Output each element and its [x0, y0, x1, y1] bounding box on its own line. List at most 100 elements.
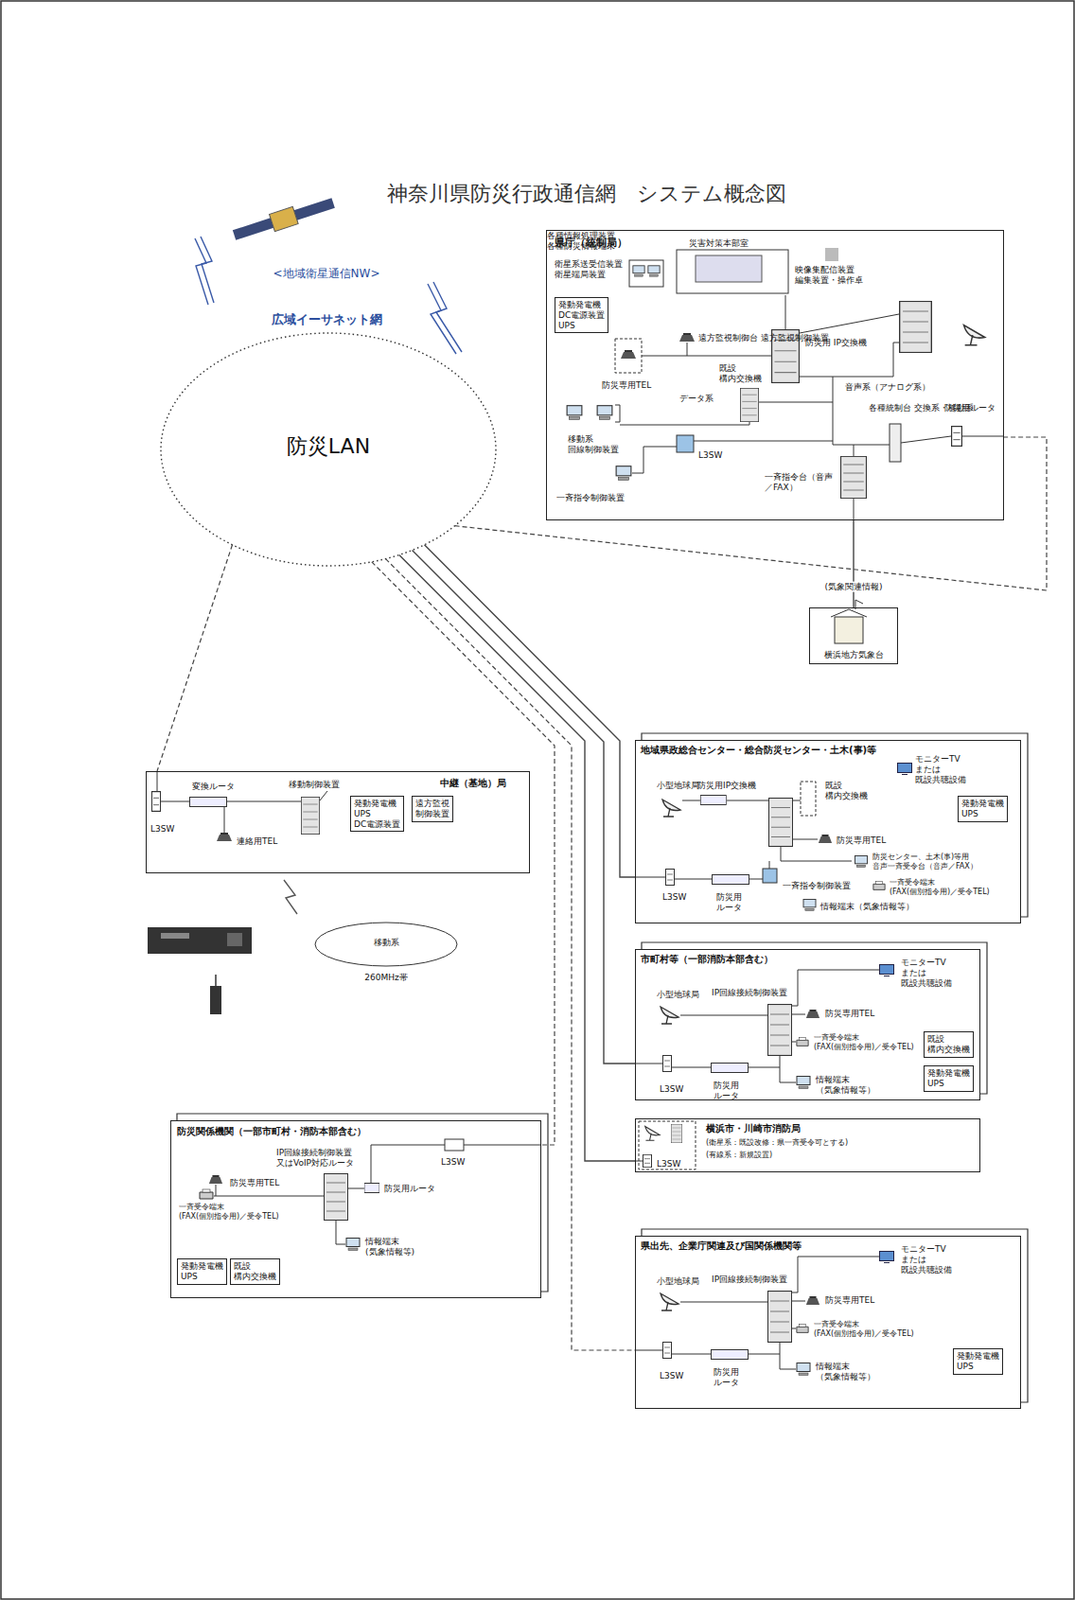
- satellite: [231, 193, 336, 244]
- device-label: L3SW: [659, 1084, 684, 1095]
- power-box: 発動発電機 UPS: [923, 1065, 974, 1093]
- regional-center-devices: [634, 763, 913, 912]
- device-label: 発動発電機 UPS: [956, 1351, 1000, 1373]
- device-label: 移動系 回線制御装置: [567, 434, 631, 456]
- device-label: 260MHz帯: [314, 972, 459, 984]
- device-label: 発動発電機 UPS DC電源装置: [353, 798, 401, 829]
- device-label: 連絡用TEL: [236, 836, 278, 847]
- device-label: 映像集配信装置 編集装置・操作卓: [794, 264, 871, 286]
- municipal-devices: [634, 965, 895, 1090]
- device-label: 一斉受令端末 (FAX(個別指令用)／受令TEL): [178, 1202, 285, 1221]
- panel-heading: 横浜市・川崎市消防局: [705, 1123, 801, 1135]
- device-label: 防災LAN: [159, 434, 497, 459]
- device-label: IP回線接続制御装置: [711, 987, 788, 999]
- device-label: 防災センター、土木(事)等用 音声一斉受令台（音声／FAX）: [872, 852, 1015, 871]
- radio-wave: [194, 236, 462, 915]
- device-label: 災害対策本部室: [688, 238, 749, 249]
- device-label: (有線系：新規設置): [705, 1150, 773, 1161]
- device-label: 情報端末（気象情報等）: [820, 901, 915, 913]
- network-link: [157, 545, 233, 772]
- network-link: [852, 520, 854, 608]
- device-label: 小型地球局: [656, 989, 700, 1001]
- mobile-radio: [147, 927, 252, 1015]
- device-label: モニターTV または 既設共聴設備: [915, 754, 974, 785]
- device-label: モニターTV または 既設共聴設備: [900, 957, 960, 988]
- stacked-panel: [176, 733, 1028, 1403]
- panel-heading: 中継（基地）局: [440, 777, 507, 790]
- exchange-box: 既設 構内交換機: [923, 1031, 974, 1058]
- device-label: 防災用ルータ: [384, 1183, 436, 1195]
- device-label: IP回線接続制御装置 又はVoIP対応ルータ: [276, 1147, 368, 1169]
- power-box: 発動発電機 UPS DC電源装置: [350, 795, 405, 832]
- device-label: L3SW: [698, 450, 723, 461]
- device-label: 防災専用TEL: [229, 1178, 280, 1189]
- device-label: 衛星系送受信装置 衛星端局装置: [554, 259, 626, 281]
- power-box: 発動発電機 UPS: [176, 1258, 228, 1286]
- device-label: 防災用IP交換機: [697, 780, 757, 792]
- network-link: [386, 559, 636, 1351]
- network-label: 広域イーサネット網: [227, 311, 426, 329]
- device-label: IP回線接続制御装置: [711, 1274, 788, 1286]
- panel-heading: 県出先、企業庁関連及び国関係機関等: [640, 1240, 802, 1252]
- network-label: <地域衛星通信NW>: [227, 265, 426, 282]
- network-link: [399, 555, 635, 1163]
- panel-heading: 防災関係機関（一部市町村・消防本部含む）: [176, 1126, 367, 1138]
- device-label: 既設 構内交換機: [233, 1261, 277, 1283]
- panel-heading: 横浜地方気象台: [810, 650, 898, 661]
- device-label: 一斉指令台（音声／FAX）: [764, 472, 836, 494]
- weather-office-box: 横浜地方気象台: [809, 607, 899, 665]
- device-label: 情報端末 （気象情報等）: [815, 1361, 882, 1383]
- panel-heading: 市町村等（一部消防本部含む）: [640, 953, 774, 966]
- device-label: モニターTV または 既設共聴設備: [900, 1244, 960, 1275]
- device-label: 一斉受令端末 (FAX(個別指令用)／受令TEL): [889, 878, 996, 897]
- network-link: [371, 562, 555, 1146]
- device-label: 発動発電機 UPS: [961, 798, 1005, 820]
- lan-ellipse: 防災LAN: [159, 332, 497, 567]
- mobile-ellipse: 移動系260MHz帯: [314, 921, 459, 968]
- device-label: 既設 構内交換機: [825, 780, 870, 802]
- network-link: [412, 550, 636, 1065]
- diagram-title: 神奈川県防災行政通信網 システム概念図: [378, 179, 795, 209]
- link-label: (気象関連情報): [822, 581, 884, 593]
- device-label: データ系: [679, 393, 739, 405]
- device-label: 情報端末 （気象情報等）: [815, 1075, 882, 1096]
- panel-heading: 地域県政総合センター・総合防災センター・土木(事)等: [640, 744, 877, 757]
- device-label: 小型地球局: [656, 1276, 700, 1287]
- device-label: 既設 構内交換機: [719, 363, 769, 385]
- device-label: 発動発電機 UPS: [180, 1261, 224, 1283]
- device-label: L3SW: [440, 1157, 465, 1168]
- device-label: 防災専用TEL: [825, 1008, 875, 1020]
- device-label: 防災専用TEL: [836, 835, 886, 846]
- agency-devices: [199, 1139, 542, 1252]
- device-label: 移動制御装置: [288, 779, 340, 791]
- device-label: L3SW: [662, 892, 687, 903]
- device-label: 防災用 ルータ: [716, 892, 750, 914]
- device-label: 移動系: [314, 937, 459, 949]
- device-label: L3SW: [150, 824, 175, 835]
- device-label: 防災用 ルータ: [713, 1080, 747, 1102]
- device-label: 防災専用TEL: [601, 380, 647, 391]
- fire-bureau-devices: [634, 1121, 696, 1170]
- station-panel: 県出先、企業庁関連及び国関係機関等 モニターTV または 既設共聴設備小型地球局 I…: [634, 1235, 1022, 1410]
- device-label: L3SW: [659, 1371, 684, 1382]
- exchange-box: 既設 構内交換機: [229, 1258, 281, 1286]
- device-label: 音声系（アナログ系）: [845, 382, 931, 393]
- power-box: 発動発電機 DC電源装置 UPS: [554, 297, 609, 334]
- device-label: 既設 構内交換機: [927, 1034, 970, 1056]
- branch-devices: [634, 1251, 895, 1376]
- device-label: 遠方監視 制御装置: [415, 798, 450, 820]
- device-label: L3SW: [656, 1159, 681, 1170]
- device-label: 防災用 ルータ: [713, 1367, 747, 1389]
- device-label: 小型地球局: [656, 780, 700, 792]
- prefecture-devices: [566, 247, 1005, 521]
- device-label: 防災用ルータ: [944, 403, 996, 414]
- device-label: 一斉受令端末 (FAX(個別指令用)／受令TEL): [813, 1033, 920, 1052]
- device-label: 発動発電機 DC電源装置 UPS: [558, 299, 605, 331]
- device-label: (衛星系：既設改修：県一斉受令可とする): [705, 1138, 848, 1148]
- station-panel: 中継（基地）局L3SW変換ルータ移動制御装置連絡用TEL発動発電機 UPS DC…: [145, 771, 530, 874]
- station-panel: 防災関係機関（一部市町村・消防本部含む） IP回線接続制御装置 又はVoIP対応ル…: [170, 1120, 542, 1299]
- device-label: 情報端末 (気象情報等): [365, 1236, 432, 1258]
